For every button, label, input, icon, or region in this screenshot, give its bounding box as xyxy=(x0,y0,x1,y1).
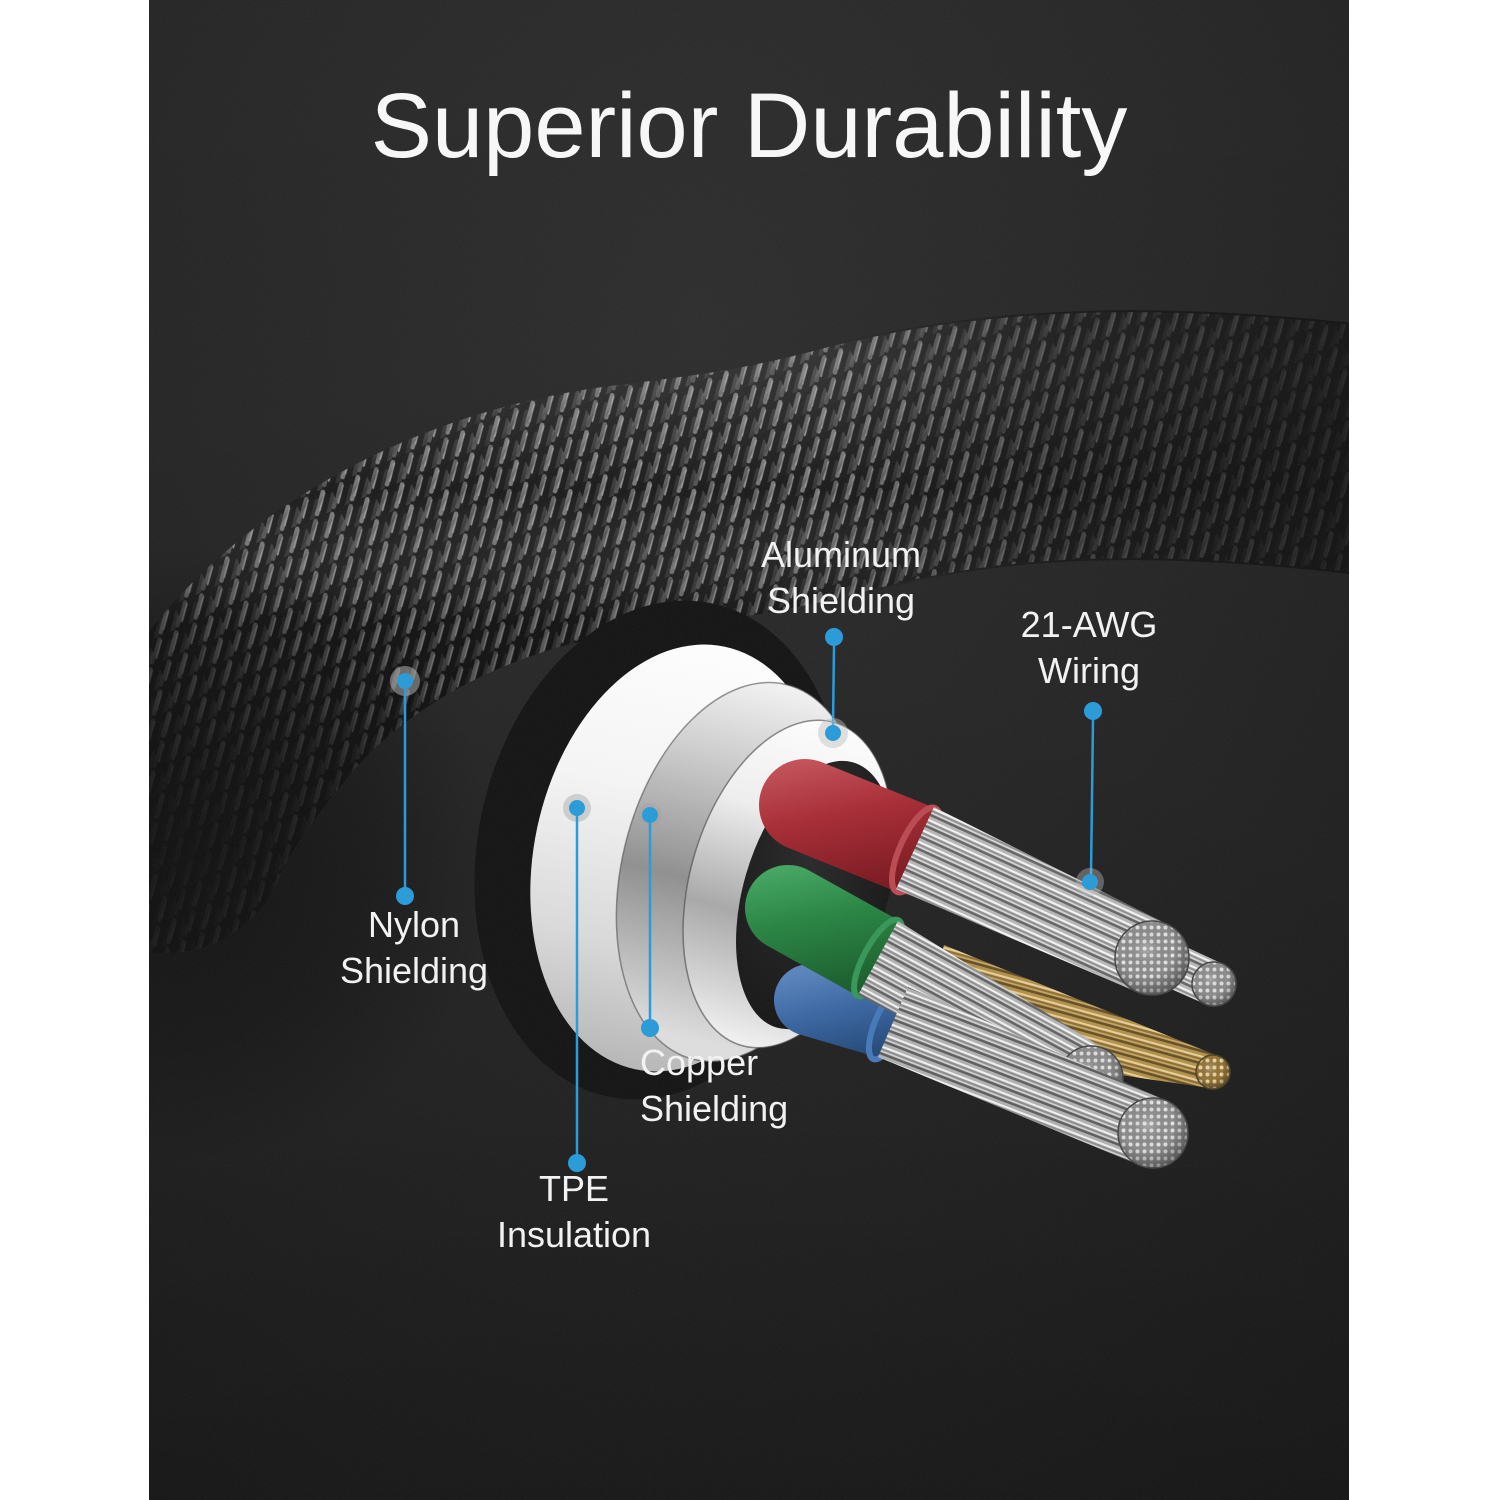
callout-dot-copper xyxy=(641,1019,659,1037)
label-aluminum-line2: Shielding xyxy=(766,580,916,621)
label-nylon-line2: Shielding xyxy=(339,950,489,991)
label-tpe-line2: Insulation xyxy=(496,1214,652,1255)
label-aluminum-line1: Aluminum xyxy=(760,534,922,575)
film-grain xyxy=(149,0,1349,1500)
callout-dot-tpe xyxy=(568,1154,586,1172)
label-nylon-line1: Nylon xyxy=(367,904,461,945)
callout-endpoint-aluminum xyxy=(825,725,841,741)
label-copper-line1: Copper xyxy=(640,1042,759,1083)
callout-endpoint-awg xyxy=(1082,874,1098,890)
label-awg-line2: Wiring xyxy=(1037,650,1140,691)
callout-dot-awg xyxy=(1084,702,1102,720)
callout-dot-aluminum xyxy=(825,628,843,646)
label-tpe-insulation: TPE Insulation xyxy=(497,1166,651,1258)
callout-dot-nylon xyxy=(396,887,414,905)
callout-endpoint-copper xyxy=(642,807,658,823)
label-tpe-line1: TPE xyxy=(538,1168,610,1209)
label-nylon-shielding: Nylon Shielding xyxy=(340,902,488,994)
callout-endpoint-tpe xyxy=(569,800,585,816)
label-aluminum-shielding: Aluminum Shielding xyxy=(761,532,921,624)
label-copper-line2: Shielding xyxy=(640,1088,789,1129)
label-copper-shielding: Copper Shielding xyxy=(640,1040,788,1132)
callouts xyxy=(390,628,1104,1172)
label-awg-wiring: 21-AWG Wiring xyxy=(1021,602,1158,694)
callout-endpoint-nylon xyxy=(397,673,413,689)
page-title: Superior Durability xyxy=(370,75,1128,177)
callout-line-awg xyxy=(1089,718,1095,876)
label-awg-line1: 21-AWG xyxy=(1020,604,1158,645)
callout-line-aluminum xyxy=(831,644,836,728)
